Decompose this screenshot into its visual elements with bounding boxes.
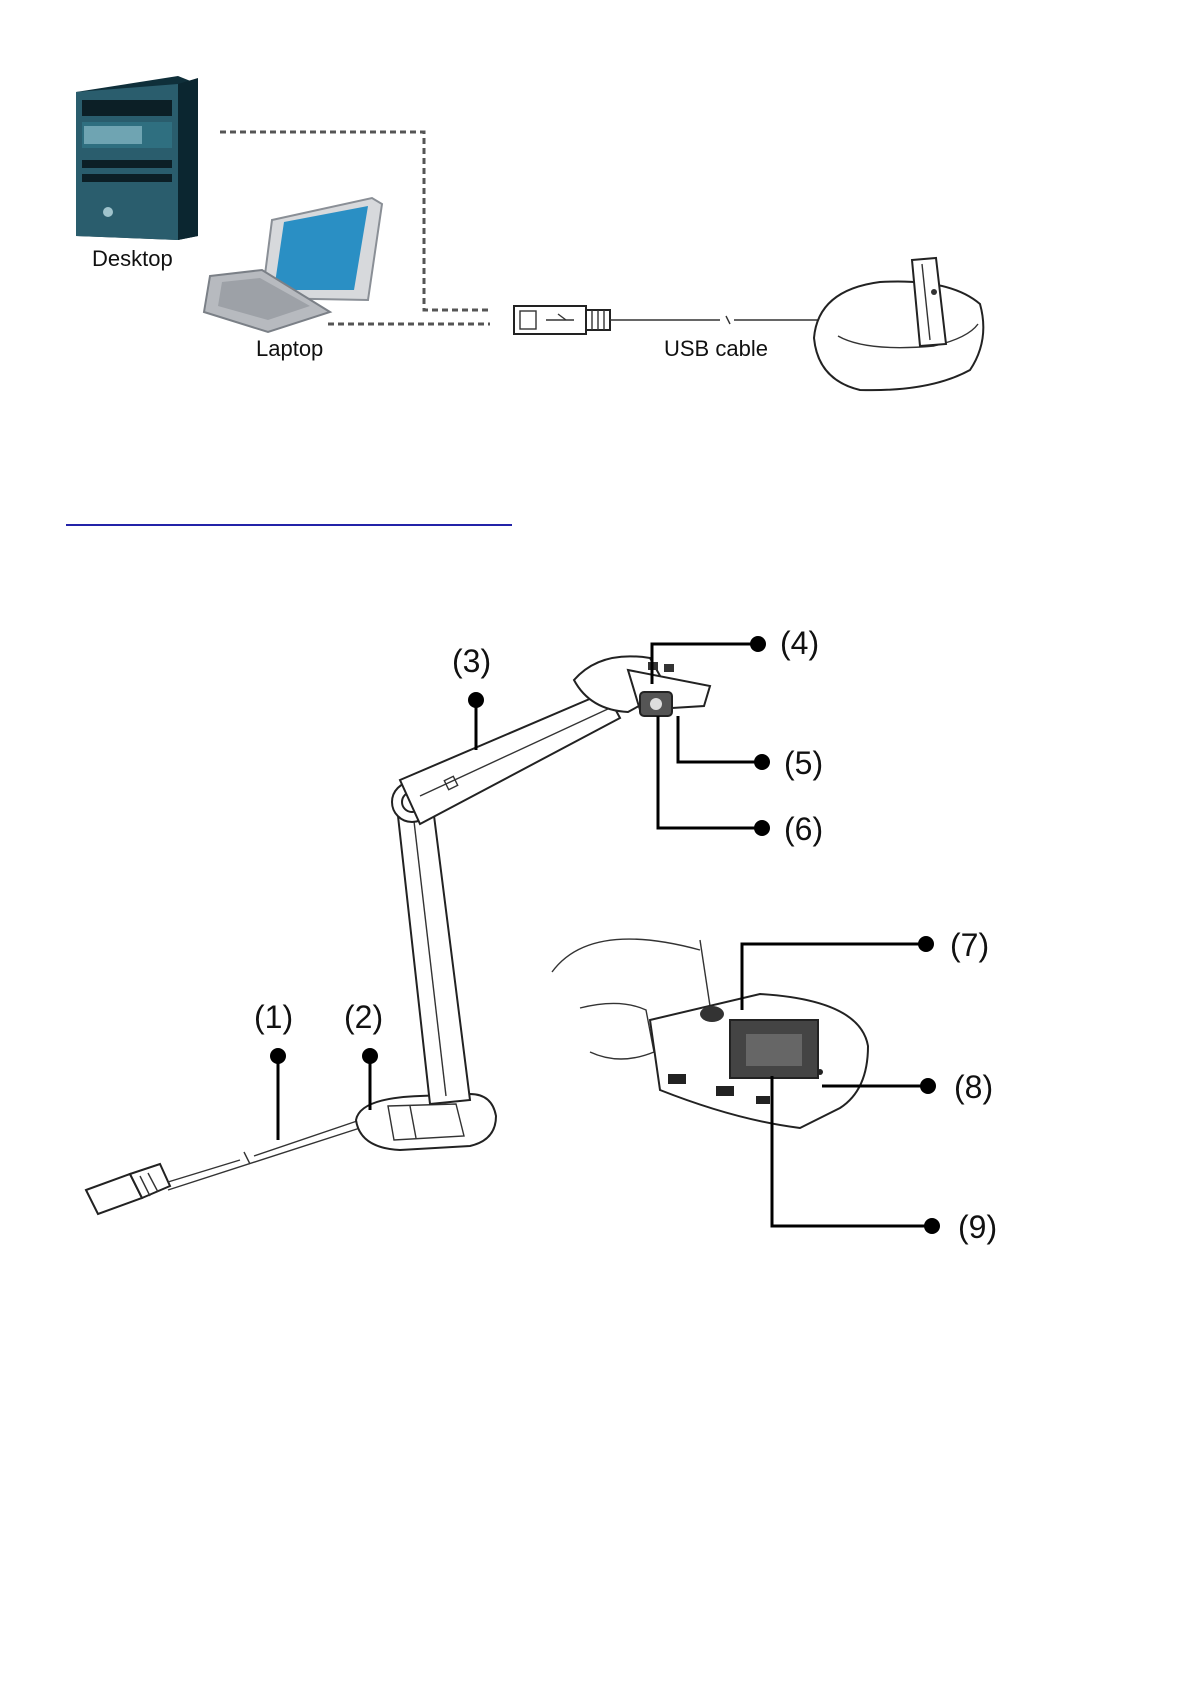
- connection-diagram: Desktop Laptop USB cable: [0, 0, 1190, 420]
- laptop-label: Laptop: [256, 336, 323, 361]
- usb-cord: [168, 1120, 360, 1182]
- callout-3: (3): [452, 643, 491, 679]
- callout-6: (6): [784, 811, 823, 847]
- camera-base: [356, 1094, 496, 1150]
- callout-9: (9): [958, 1209, 997, 1245]
- camera-head-inset: [552, 939, 868, 1128]
- callout-5: (5): [784, 745, 823, 781]
- laptop-icon: [204, 198, 382, 332]
- callout-7: (7): [950, 927, 989, 963]
- camera-base-icon: [814, 258, 983, 390]
- usb-plug-icon: [514, 306, 610, 334]
- parts-diagram: (1) (2) (3) (4) (5) (6) (7) (8) (9): [0, 600, 1190, 1280]
- callout-4: (4): [780, 625, 819, 661]
- usb-plug: [86, 1164, 170, 1214]
- desktop-label: Desktop: [92, 246, 173, 271]
- usb-cable-label: USB cable: [664, 336, 768, 361]
- callout-1: (1): [254, 999, 293, 1035]
- link-rule: [66, 524, 512, 526]
- desktop-computer-icon: [76, 76, 198, 240]
- callout-2: (2): [344, 999, 383, 1035]
- upper-arm: [400, 692, 620, 824]
- callout-8: (8): [954, 1069, 993, 1105]
- lower-arm: [396, 784, 470, 1104]
